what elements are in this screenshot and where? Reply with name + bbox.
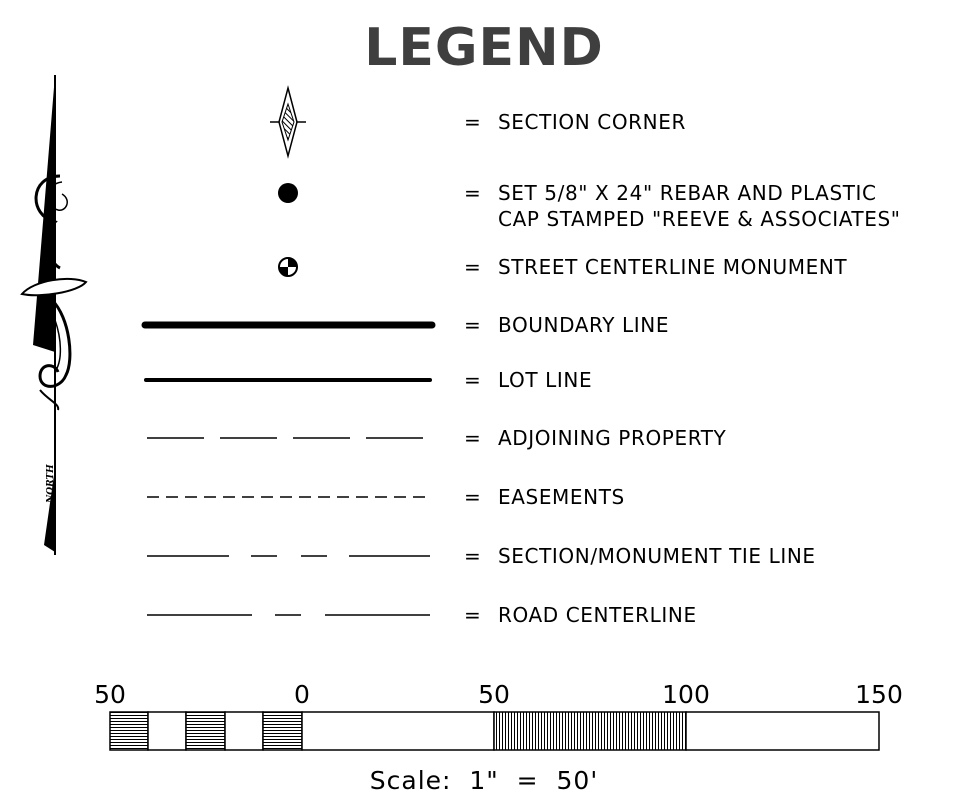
legend-title: LEGEND [364, 18, 604, 78]
scale-tick-label: 0 [294, 680, 310, 709]
legend-label-continued: CAP STAMPED "REEVE & ASSOCIATES" [498, 207, 901, 231]
equals-sign: = [464, 544, 482, 568]
legend-label: SECTION/MONUMENT TIE LINE [498, 544, 816, 568]
equals-sign: = [464, 426, 482, 450]
legend-label: BOUNDARY LINE [498, 313, 670, 337]
scale-tick-label: 100 [662, 680, 710, 709]
scale-bar [109, 711, 880, 751]
legend-item-adjoining-property: = ADJOINING PROPERTY [464, 425, 726, 451]
legend-label: STREET CENTERLINE MONUMENT [498, 255, 848, 279]
legend-label: ADJOINING PROPERTY [498, 426, 727, 450]
scale-tick-label: 50 [94, 680, 126, 709]
legend-label: SECTION CORNER [498, 110, 686, 134]
north-label: NORTH [46, 464, 56, 503]
rebar-dot-icon [278, 183, 298, 203]
equals-sign: = [464, 485, 482, 509]
legend-item-lot-line: = LOT LINE [464, 367, 592, 393]
legend-item-easements: = EASEMENTS [464, 484, 625, 510]
scale-tick-label: 150 [855, 680, 903, 709]
equals-sign: = [464, 255, 482, 279]
legend-label: SET 5/8" X 24" REBAR AND PLASTIC [498, 181, 877, 205]
legend-label: EASEMENTS [498, 485, 625, 509]
section-corner-icon [270, 85, 306, 159]
equals-sign: = [464, 181, 482, 205]
legend-label: ROAD CENTERLINE [498, 603, 697, 627]
north-arrow-icon [20, 75, 88, 555]
legend-item-road-centerline: = ROAD CENTERLINE [464, 602, 697, 628]
equals-sign: = [464, 368, 482, 392]
equals-sign: = [464, 313, 482, 337]
legend-item-rebar: = SET 5/8" X 24" REBAR AND PLASTIC CAP ST… [464, 180, 901, 232]
legend-item-boundary-line: = BOUNDARY LINE [464, 312, 669, 338]
centerline-monument-icon [278, 257, 298, 277]
equals-sign: = [464, 110, 482, 134]
scale-caption: Scale: 1" = 50' [369, 766, 599, 795]
legend-item-centerline-monument: = STREET CENTERLINE MONUMENT [464, 254, 847, 280]
legend-item-tie-line: = SECTION/MONUMENT TIE LINE [464, 543, 816, 569]
scale-tick-label: 50 [478, 680, 510, 709]
equals-sign: = [464, 603, 482, 627]
legend-item-section-corner: = SECTION CORNER [464, 109, 686, 135]
legend-label: LOT LINE [498, 368, 593, 392]
